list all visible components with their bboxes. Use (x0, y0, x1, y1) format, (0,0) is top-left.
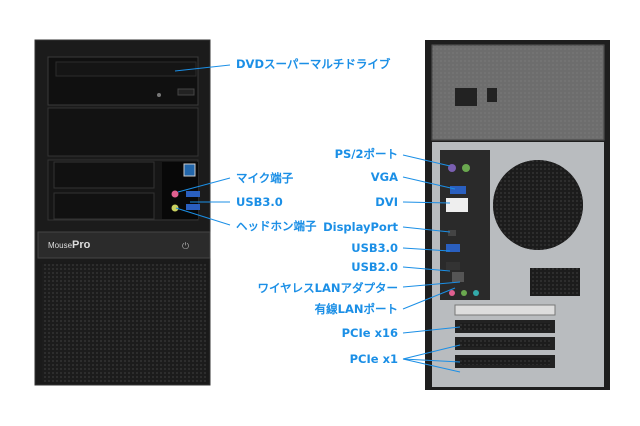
label-displayport: DisplayPort (323, 220, 398, 234)
back-tower (425, 40, 610, 390)
front-tower: MousePro ⏻ (34, 39, 211, 386)
power-icon: ⏻ (182, 241, 189, 252)
leader-lines (174, 64, 461, 373)
intel-badge (183, 163, 196, 177)
usb-port (186, 191, 200, 197)
io-panel (440, 150, 490, 300)
usb-port (186, 204, 200, 210)
brand-logo: MousePro (48, 239, 91, 251)
label-pcie-x1: PCIe x1 (349, 352, 398, 366)
label-dvi: DVI (375, 195, 398, 209)
label-dvd-drive: DVDスーパーマルチドライブ (236, 57, 391, 71)
label-wired-lan: 有線LANポート (314, 302, 398, 316)
label-headphone-jack: ヘッドホン端子 (236, 219, 317, 233)
label-back-usb30: USB3.0 (351, 241, 398, 255)
label-usb20: USB2.0 (351, 260, 398, 274)
label-pcie-x16: PCIe x16 (341, 326, 398, 340)
label-front-usb30: USB3.0 (236, 195, 283, 209)
label-ps2: PS/2ポート (334, 147, 398, 161)
headphone-jack (171, 204, 179, 212)
label-mic-jack: マイク端子 (236, 171, 294, 185)
label-vga: VGA (370, 170, 398, 184)
label-wireless-lan: ワイヤレスLANアダプター (257, 281, 398, 295)
mic-jack (171, 190, 179, 198)
